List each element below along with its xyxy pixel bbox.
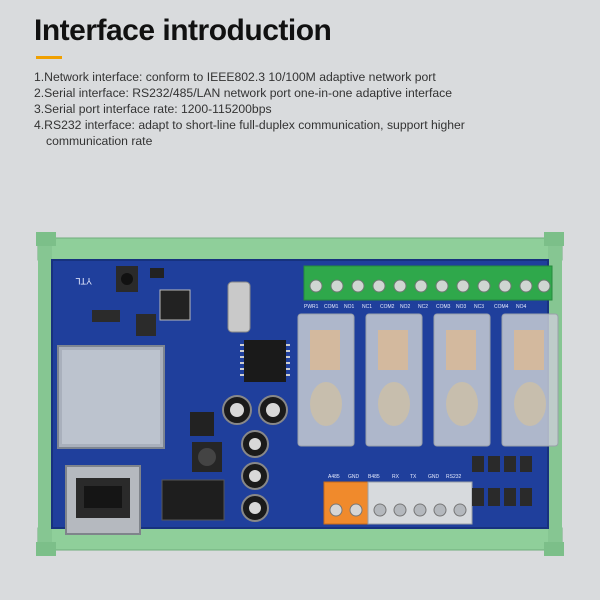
relay-label: NC3 bbox=[474, 304, 484, 310]
relay-label: NC2 bbox=[418, 304, 428, 310]
relay-label: COM4 bbox=[494, 304, 509, 310]
page-title: Interface introduction bbox=[34, 14, 332, 47]
power-terminal bbox=[323, 481, 369, 525]
intro-item: 3.Serial port interface rate: 1200-11520… bbox=[34, 102, 272, 116]
terminal-label: B485 bbox=[368, 474, 380, 480]
intro-item-continuation: communication rate bbox=[46, 134, 153, 148]
relays bbox=[297, 313, 559, 447]
title-underline bbox=[36, 56, 62, 59]
intro-list: 1.Network interface: conform to IEEE802.… bbox=[34, 69, 574, 149]
relay-label: NO2 bbox=[400, 304, 411, 310]
relay-label: NO1 bbox=[344, 304, 355, 310]
board-photo: YTL PWR1 COM1 NO bbox=[36, 232, 564, 556]
relay-label: NO4 bbox=[516, 304, 527, 310]
din-rail-left bbox=[38, 238, 52, 550]
capacitors bbox=[222, 395, 288, 522]
intro-item: 4.RS232 interface: adapt to short-line f… bbox=[34, 118, 465, 132]
intro-item: 1.Network interface: conform to IEEE802.… bbox=[34, 70, 436, 84]
crystal bbox=[227, 281, 251, 333]
din-rail-top bbox=[37, 237, 563, 261]
terminal-label: RX bbox=[392, 474, 400, 480]
relay-label: COM2 bbox=[380, 304, 395, 310]
mcu-chip bbox=[159, 289, 191, 321]
relay-label: COM3 bbox=[436, 304, 451, 310]
terminal-label: TX bbox=[410, 474, 417, 480]
network-chip bbox=[244, 340, 286, 382]
relay-label: COM1 bbox=[324, 304, 339, 310]
serial-terminal bbox=[367, 481, 473, 525]
relay-label: NC1 bbox=[362, 304, 372, 310]
relay-label: NO3 bbox=[456, 304, 467, 310]
terminal-label: GND bbox=[428, 474, 440, 480]
terminal-label: A485 bbox=[328, 474, 340, 480]
terminal-label: GND bbox=[348, 474, 360, 480]
intro-item: 2.Serial interface: RS232/485/LAN networ… bbox=[34, 86, 453, 100]
relay-label: PWR1 bbox=[304, 304, 319, 310]
terminal-label: RS232 bbox=[446, 474, 462, 480]
board-logo: YTL bbox=[75, 276, 92, 286]
